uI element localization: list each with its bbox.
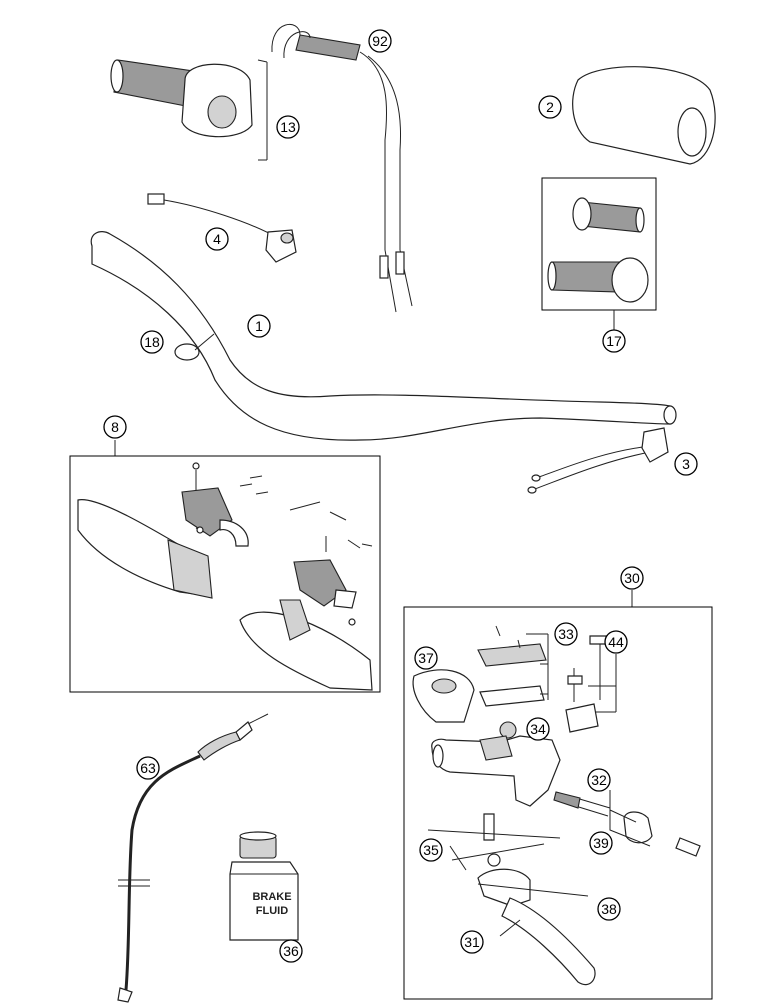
svg-text:34: 34	[530, 721, 546, 737]
callout-30: 30	[620, 566, 644, 590]
callout-36: 36	[279, 939, 303, 963]
svg-text:18: 18	[144, 334, 160, 350]
callout-35: 35	[419, 838, 443, 862]
callout-34: 34	[526, 717, 550, 741]
svg-text:30: 30	[624, 570, 640, 586]
svg-text:17: 17	[606, 333, 622, 349]
svg-text:35: 35	[423, 842, 439, 858]
svg-text:2: 2	[546, 99, 554, 115]
callout-18: 18	[140, 330, 164, 354]
callout-32: 32	[587, 768, 611, 792]
svg-text:36: 36	[283, 943, 299, 959]
callout-17: 17	[602, 329, 626, 353]
bottle-label-fluid: FLUID	[256, 905, 288, 917]
master-cylinder-kit	[412, 625, 701, 986]
svg-text:4: 4	[213, 231, 221, 247]
brake-line	[117, 713, 269, 1003]
callout-31: 31	[460, 930, 484, 954]
cable-tie	[174, 333, 215, 361]
svg-text:37: 37	[418, 650, 434, 666]
grip-set-frame	[541, 177, 657, 311]
switch-right	[527, 427, 669, 494]
callout-38: 38	[597, 897, 621, 921]
svg-text:1: 1	[255, 318, 263, 334]
svg-text:38: 38	[601, 901, 617, 917]
svg-text:13: 13	[280, 119, 296, 135]
callout-8: 8	[103, 415, 127, 439]
brake-fluid-bottle: BRAKE FLUID	[229, 831, 299, 941]
callout-44: 44	[604, 630, 628, 654]
callout-37: 37	[414, 646, 438, 670]
throttle-grip	[110, 59, 268, 161]
svg-text:39: 39	[593, 835, 609, 851]
handguard-frame	[69, 455, 381, 693]
svg-text:31: 31	[464, 934, 480, 950]
svg-text:92: 92	[372, 33, 388, 49]
callout-13: 13	[276, 115, 300, 139]
callout-3: 3	[674, 452, 698, 476]
svg-text:8: 8	[111, 419, 119, 435]
master-cylinder-frame	[403, 606, 713, 1000]
svg-text:63: 63	[140, 760, 156, 776]
handlebar	[90, 231, 677, 441]
callout-63: 63	[136, 756, 160, 780]
svg-text:44: 44	[608, 634, 624, 650]
kill-switch	[147, 193, 297, 263]
handlebar-pad	[572, 66, 716, 165]
callout-4: 4	[205, 227, 229, 251]
callout-92: 92	[368, 29, 392, 53]
callout-1: 1	[247, 314, 271, 338]
callout-2: 2	[538, 95, 562, 119]
callout-33: 33	[554, 622, 578, 646]
svg-text:33: 33	[558, 626, 574, 642]
callout-39: 39	[589, 831, 613, 855]
handguard-kit	[77, 462, 373, 691]
grip-set	[547, 197, 649, 303]
bottle-label-brake: BRAKE	[252, 891, 291, 903]
leader-lines	[427, 633, 651, 937]
throttle-cables	[271, 24, 413, 313]
svg-text:3: 3	[682, 456, 690, 472]
svg-text:32: 32	[591, 772, 607, 788]
